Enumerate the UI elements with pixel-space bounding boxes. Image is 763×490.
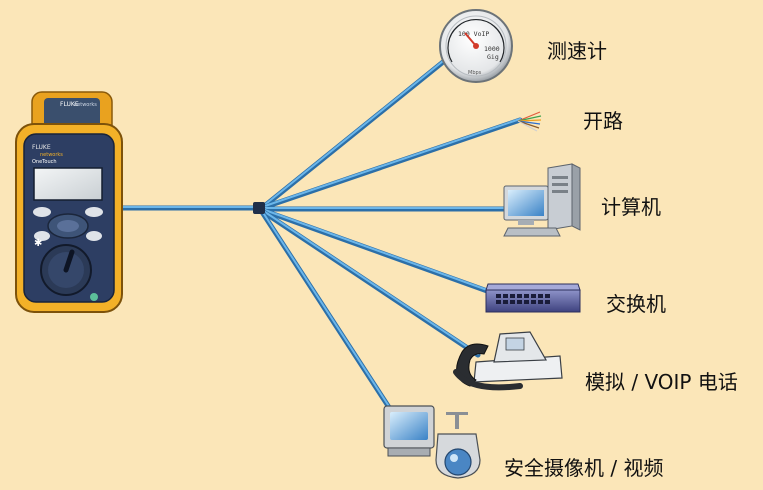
- branch-cable-speed: [259, 55, 451, 211]
- branch-cable-switch: [259, 207, 493, 295]
- gauge-mark-1000: 1000: [484, 45, 500, 53]
- label-switch: 交换机: [606, 292, 666, 316]
- backlight-icon: ✱: [34, 238, 42, 249]
- speedometer-icon: 100 VoIP 1000 Gig Mbps: [439, 9, 513, 83]
- network-switch-icon: [485, 283, 581, 313]
- label-speedometer: 测速计: [547, 39, 607, 63]
- gauge-mark-100: 100 VoIP: [458, 30, 489, 38]
- gauge-unit: Mbps: [468, 70, 482, 76]
- branch-cable-computer: [259, 206, 515, 212]
- network-tester: FLUKE networks FLUKE networks OneTouch ✱: [15, 91, 123, 313]
- branch-cable-open: [259, 117, 523, 211]
- tester-model-label: OneTouch: [32, 159, 57, 165]
- gauge-mark-gig: Gig: [487, 53, 499, 61]
- power-icon[interactable]: [90, 293, 98, 301]
- open-cable-wires-icon: [517, 111, 542, 132]
- label-phone: 模拟 / VOIP 电话: [585, 370, 738, 394]
- tester-face-subbrand: networks: [40, 152, 63, 158]
- tester-right-button-2[interactable]: [86, 231, 102, 241]
- label-open-circuit: 开路: [583, 109, 623, 133]
- tester-subbrand-label: networks: [74, 102, 97, 108]
- label-computer: 计算机: [601, 195, 661, 219]
- tester-right-button[interactable]: [85, 207, 103, 217]
- label-camera-video: 安全摄像机 / 视频: [504, 456, 664, 480]
- tester-left-button[interactable]: [33, 207, 51, 217]
- tester-left-button-2[interactable]: [34, 231, 50, 241]
- security-camera-monitor-icon: [383, 405, 481, 479]
- cables: [115, 55, 523, 415]
- telephone-icon: [453, 331, 563, 391]
- tester-screen: [33, 167, 103, 201]
- tester-face-brand: FLUKE: [32, 144, 51, 151]
- computer-icon: [503, 163, 581, 237]
- cable-splice: [253, 202, 265, 214]
- branch-cable-phone: [259, 208, 481, 358]
- tester-brand-label: FLUKE: [60, 101, 79, 108]
- branch-cable-camera: [259, 209, 395, 415]
